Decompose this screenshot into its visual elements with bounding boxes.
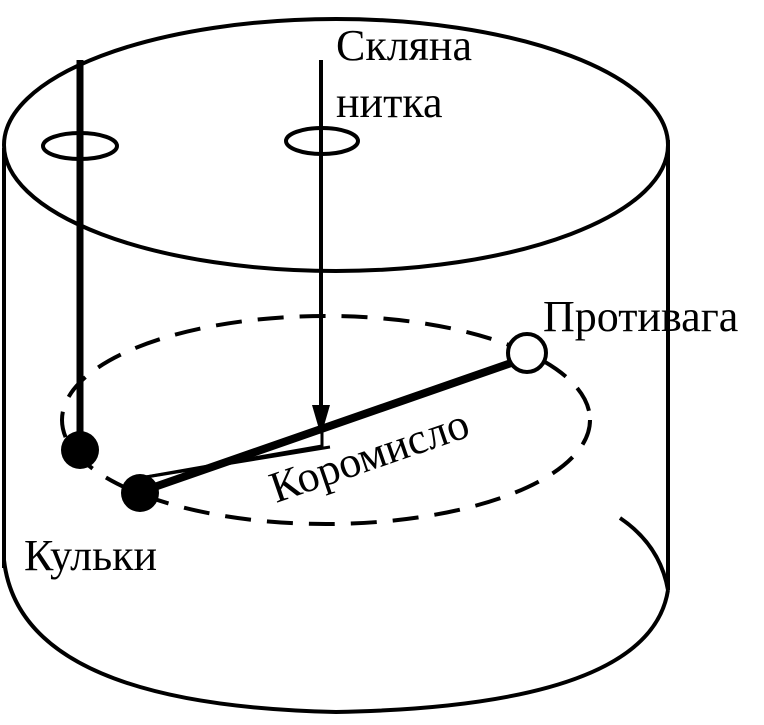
label-glass-thread-line2: нитка bbox=[336, 78, 443, 127]
beam-rod bbox=[138, 358, 516, 496]
rotation-path-dashed bbox=[60, 314, 592, 526]
label-balls: Кульки bbox=[24, 531, 157, 580]
thread-arrowhead bbox=[312, 405, 330, 436]
ball-on-beam bbox=[121, 474, 159, 512]
beam-base-line bbox=[139, 445, 331, 480]
cylinder-bottom-back bbox=[618, 516, 670, 591]
label-glass-thread-line1: Скляна bbox=[336, 21, 472, 70]
ball-left bbox=[61, 431, 99, 469]
cylinder-bottom-rim bbox=[2, 559, 670, 715]
label-counterweight: Противага bbox=[543, 292, 738, 341]
counterweight-circle bbox=[506, 332, 548, 374]
